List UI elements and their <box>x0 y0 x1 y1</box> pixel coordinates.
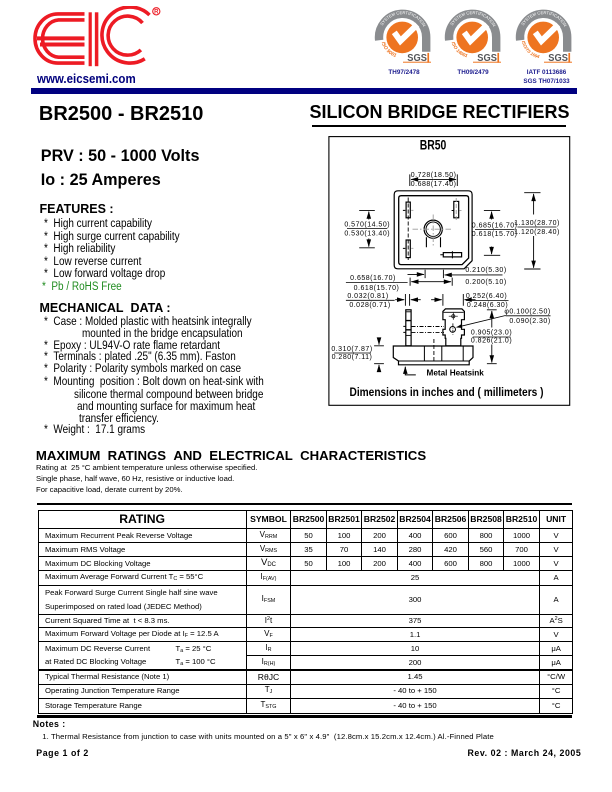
svg-text:R: R <box>154 10 159 16</box>
svg-text:Dimensions in inches and ( mil: Dimensions in inches and ( millimeters ) <box>350 387 544 399</box>
svg-text:1.120(28.40): 1.120(28.40) <box>514 229 560 236</box>
svg-text:φ0.100(2.50): φ0.100(2.50) <box>504 309 550 316</box>
svg-text:0.905(23.0): 0.905(23.0) <box>471 330 512 337</box>
svg-text:1.130(28.70): 1.130(28.70) <box>514 220 560 227</box>
svg-text:SGS: SGS <box>477 53 497 64</box>
svg-text:BR50: BR50 <box>420 138 447 153</box>
svg-text:0.618(15.70): 0.618(15.70) <box>472 231 518 238</box>
svg-text:0.826(21.0): 0.826(21.0) <box>471 337 512 344</box>
svg-text:0.090(2.30): 0.090(2.30) <box>509 318 550 325</box>
svg-text:0.210(5.30): 0.210(5.30) <box>465 267 506 274</box>
svg-text:0.618(15.70): 0.618(15.70) <box>354 285 400 292</box>
svg-text:0.310(7.87): 0.310(7.87) <box>331 346 372 353</box>
svg-text:Metal Heatsink: Metal Heatsink <box>427 369 485 378</box>
svg-text:0.685(16.70): 0.685(16.70) <box>472 222 518 229</box>
svg-text:0.688(17.40): 0.688(17.40) <box>411 181 457 188</box>
svg-text:0.248(6.30): 0.248(6.30) <box>467 302 508 309</box>
svg-text:SGS: SGS <box>407 53 427 64</box>
svg-text:SGS: SGS <box>548 53 568 64</box>
svg-text:0.032(0.81): 0.032(0.81) <box>347 293 388 300</box>
svg-text:0.200(5.10): 0.200(5.10) <box>465 279 506 286</box>
svg-text:0.570(14.50): 0.570(14.50) <box>344 221 390 228</box>
svg-text:0.280(7.11): 0.280(7.11) <box>332 354 373 361</box>
svg-text:0.252(6.40): 0.252(6.40) <box>466 293 507 300</box>
svg-text:0.028(0.71): 0.028(0.71) <box>349 302 390 309</box>
svg-text:0.728(18.50): 0.728(18.50) <box>411 172 457 179</box>
svg-text:0.658(16.70): 0.658(16.70) <box>350 275 396 282</box>
svg-text:0.530(13.40): 0.530(13.40) <box>344 230 390 237</box>
